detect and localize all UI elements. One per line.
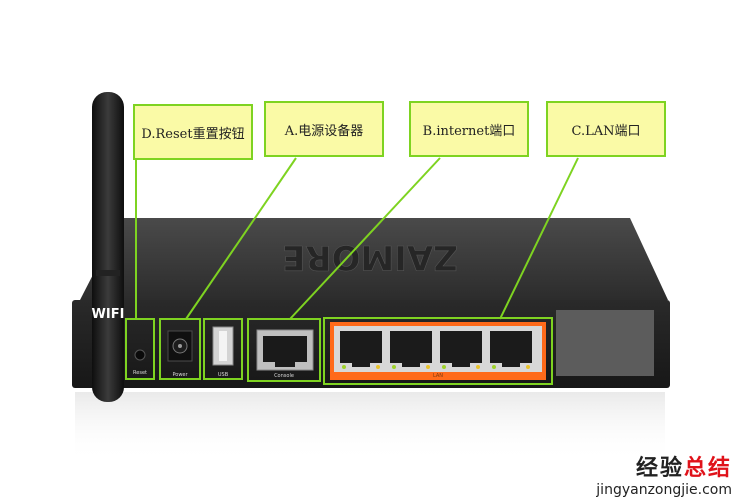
callout-internet: B.internet端口 bbox=[409, 101, 529, 157]
usb-port-label: USB bbox=[217, 372, 229, 378]
leader-lines bbox=[135, 157, 579, 320]
lan-port-label: LAN bbox=[432, 373, 444, 379]
console-port-socket bbox=[263, 336, 307, 362]
lan-ports bbox=[340, 331, 532, 369]
leader-power bbox=[185, 157, 297, 320]
usb-highlight bbox=[203, 318, 243, 380]
leader-internet bbox=[289, 157, 441, 320]
power-highlight bbox=[159, 318, 201, 380]
power-jack-pin bbox=[178, 344, 182, 348]
callout-lan: C.LAN端口 bbox=[546, 101, 666, 157]
lan-port-2 bbox=[390, 331, 432, 369]
watermark-part1: 经验 bbox=[635, 456, 684, 481]
callout-power: A.电源设备器 bbox=[264, 101, 384, 157]
callout-reset: D.Reset重置按钮 bbox=[133, 104, 253, 160]
power-jack bbox=[167, 330, 193, 362]
watermark-url: jingyanzongjie.com bbox=[596, 482, 732, 498]
leader-lan bbox=[499, 157, 579, 320]
router-top bbox=[80, 218, 668, 300]
power-port-label: Power bbox=[172, 372, 188, 378]
watermark-part2: 总结 bbox=[683, 456, 732, 481]
console-port-label: Console bbox=[274, 373, 294, 379]
lan-port-4 bbox=[490, 331, 532, 369]
watermark-title: 经验总结 bbox=[596, 456, 732, 482]
reset-port-label: Reset bbox=[133, 370, 147, 376]
reset-hole bbox=[134, 349, 146, 361]
console-highlight bbox=[247, 318, 321, 382]
floor-reflection bbox=[75, 392, 665, 462]
usb-tongue bbox=[219, 331, 227, 361]
console-port-clip bbox=[275, 362, 295, 367]
lan-port-1 bbox=[340, 331, 382, 369]
antenna-label: WIFI bbox=[92, 307, 125, 322]
watermark: 经验总结 jingyanzongjie.com bbox=[596, 456, 732, 498]
brand-emboss: ZAIMORE bbox=[282, 237, 458, 277]
wifi-antenna: WIFI bbox=[92, 92, 125, 402]
lan-port-3 bbox=[440, 331, 482, 369]
reset-highlight bbox=[125, 318, 155, 380]
lan-highlight bbox=[323, 317, 553, 385]
vent-panel bbox=[556, 310, 654, 376]
